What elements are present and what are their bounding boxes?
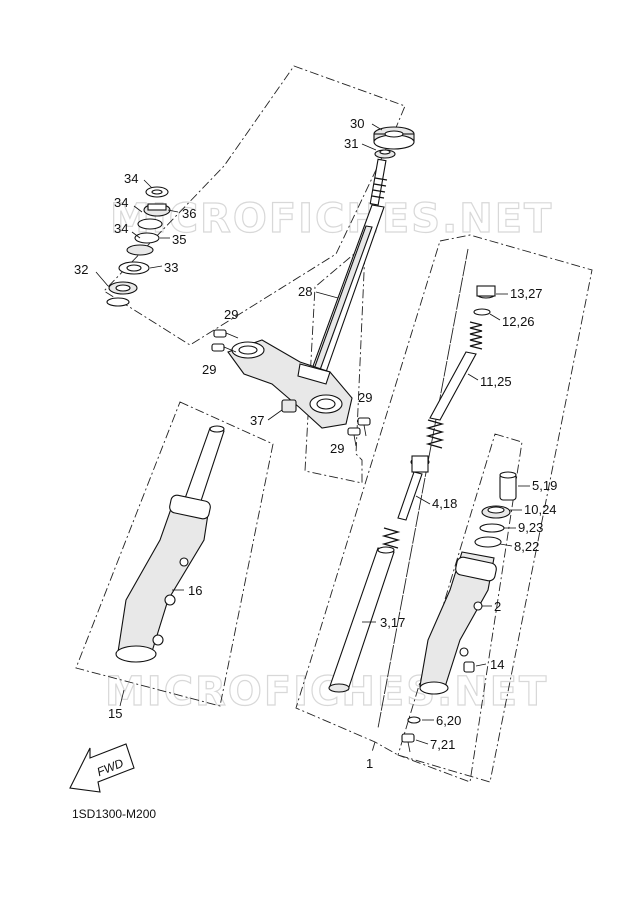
rubber-washer-35 (134, 232, 160, 244)
lock-washer-34-top (145, 186, 169, 198)
callout-8-22: 8,22 (514, 539, 539, 554)
callout-2: 2 (494, 599, 501, 614)
bearing-race-31 (374, 149, 396, 159)
fork-spring-11-25 (425, 321, 483, 449)
callout-29-lower-a: 29 (358, 390, 372, 405)
steering-stem-group-outline (304, 249, 366, 484)
watermark-bottom: MICROFICHES.NET (105, 669, 548, 715)
bolt-29-upper-a (213, 329, 239, 339)
callout-5-19: 5,19 (532, 478, 557, 493)
dust-seal-5-19 (499, 471, 517, 501)
bolt-7-21 (401, 733, 415, 753)
watermark-top: MICROFICHES.NET (110, 196, 553, 242)
callout-32: 32 (74, 262, 88, 277)
fwd-arrow-icon: FWD (69, 743, 135, 793)
callout-9-23: 9,23 (518, 520, 543, 535)
oil-seal-10-24 (481, 505, 511, 519)
callout-6-20: 6,20 (436, 713, 461, 728)
inner-tube-3-17 (328, 546, 395, 693)
bolt-14 (463, 661, 475, 673)
callout-31: 31 (344, 136, 358, 151)
callout-36: 36 (182, 206, 196, 221)
callout-34-top: 34 (124, 171, 138, 186)
group-1-lead (371, 741, 376, 753)
bolt-29-lower-b (347, 427, 361, 447)
callout-12-26: 12,26 (502, 314, 535, 329)
callout-16: 16 (188, 583, 202, 598)
right-fork-group-outline (295, 234, 593, 783)
callout-34-low: 34 (114, 221, 128, 236)
callout-33: 33 (164, 260, 178, 275)
o-ring-12-26 (473, 308, 491, 316)
under-bracket (227, 339, 353, 429)
callout-15: 15 (108, 706, 122, 721)
callout-28: 28 (298, 284, 312, 299)
callout-7-21: 7,21 (430, 737, 455, 752)
callout-29-upper-a: 29 (224, 307, 238, 322)
washer-8-22 (474, 536, 502, 548)
callout-10-24: 10,24 (524, 502, 557, 517)
bearing-cover-33 (118, 261, 150, 275)
lower-bearing-32 (106, 281, 138, 307)
diagram-code: 1SD1300-M200 (72, 807, 156, 821)
gasket-6-20 (407, 716, 421, 724)
callout-4-18: 4,18 (432, 496, 457, 511)
outer-tube-group-outline (397, 433, 523, 783)
callout-13-27: 13,27 (510, 286, 543, 301)
callout-3-17: 3,17 (380, 615, 405, 630)
callout-29-upper-b: 29 (202, 362, 216, 377)
upper-bearing-30 (373, 126, 415, 150)
damper-cap-13-27 (476, 285, 496, 299)
bolt-29-lower-a (357, 417, 371, 437)
clip-37 (267, 399, 297, 421)
callout-14: 14 (490, 657, 504, 672)
steering-bearing-group-outline (103, 65, 406, 346)
callout-35: 35 (172, 232, 186, 247)
ring-nut-36 (143, 203, 171, 217)
ring-nut-34-lower (126, 244, 154, 256)
bolt-29-upper-b (211, 343, 237, 353)
damper-rod-4-18 (381, 455, 430, 549)
callout-29-lower-b: 29 (330, 441, 344, 456)
callout-1: 1 (366, 756, 373, 771)
right-outer-tube-2 (419, 551, 497, 695)
left-fork-group-outline (75, 401, 274, 707)
lock-washer-34-mid (137, 218, 163, 230)
callout-37: 37 (250, 413, 264, 428)
left-outer-tube-16 (115, 494, 211, 663)
leader-lines (95, 123, 530, 745)
steering-stem-28 (311, 158, 388, 373)
callout-11-25: 11,25 (480, 374, 512, 389)
clip-9-23 (479, 523, 505, 533)
callout-30: 30 (350, 116, 364, 131)
callout-34-mid: 34 (114, 195, 128, 210)
